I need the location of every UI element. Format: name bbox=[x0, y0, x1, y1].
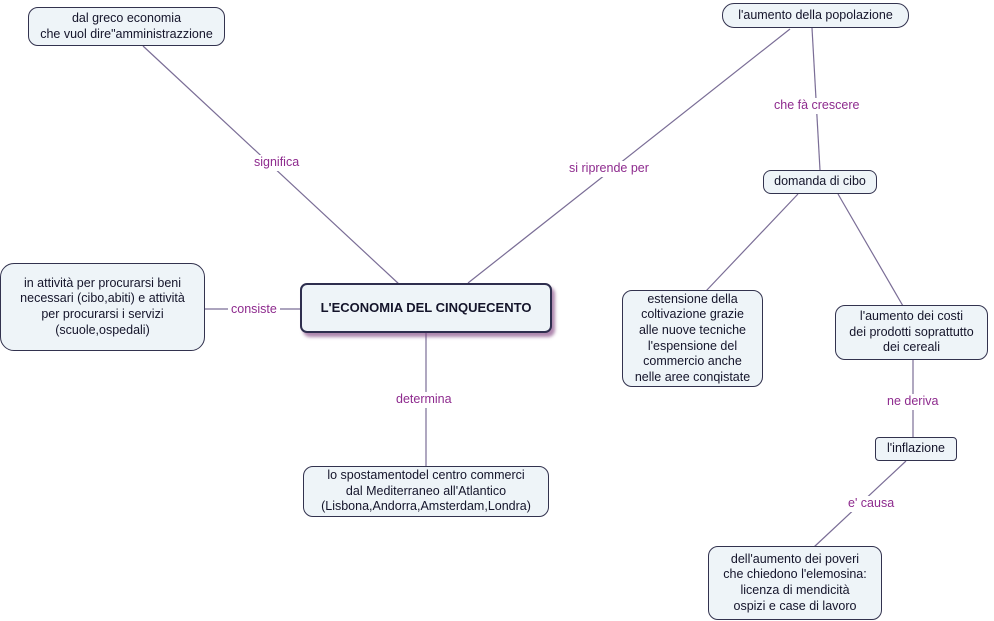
node-trade-center-shift[interactable]: lo spostamentodel centro commerci dal Me… bbox=[303, 466, 549, 517]
node-population-growth[interactable]: l'aumento della popolazione bbox=[722, 3, 909, 28]
edge-label-ne-deriva[interactable]: ne deriva bbox=[884, 394, 942, 410]
edge-label-determina[interactable]: determina bbox=[393, 392, 455, 408]
edge-food-to-costs-line bbox=[837, 193, 904, 307]
edge-label-si-riprende-per[interactable]: si riprende per bbox=[566, 161, 652, 177]
edge-label-consiste[interactable]: consiste bbox=[228, 302, 280, 318]
edge-label-significa[interactable]: significa bbox=[251, 155, 303, 171]
node-cost-increase[interactable]: l'aumento dei costi dei prodotti sopratt… bbox=[835, 305, 988, 360]
edge-si-riprende-line bbox=[467, 28, 791, 284]
edge-food-to-cultivation-line bbox=[705, 193, 799, 292]
node-activities-definition[interactable]: in attività per procurarsi beni necessar… bbox=[0, 263, 205, 351]
node-food-demand[interactable]: domanda di cibo bbox=[763, 170, 877, 194]
node-cultivation-extension[interactable]: estensione della coltivazione grazie all… bbox=[622, 290, 763, 387]
edge-label-che-fa-crescere[interactable]: che fà crescere bbox=[771, 98, 863, 114]
node-inflation[interactable]: l'inflazione bbox=[875, 437, 957, 461]
node-greek-origin[interactable]: dal greco economia che vuol dire"amminis… bbox=[28, 7, 225, 46]
edge-label-e-causa[interactable]: e' causa bbox=[845, 496, 898, 512]
node-poverty-increase[interactable]: dell'aumento dei poveri che chiedono l'e… bbox=[708, 546, 882, 620]
node-main-topic[interactable]: L'ECONOMIA DEL CINQUECENTO bbox=[300, 283, 552, 333]
